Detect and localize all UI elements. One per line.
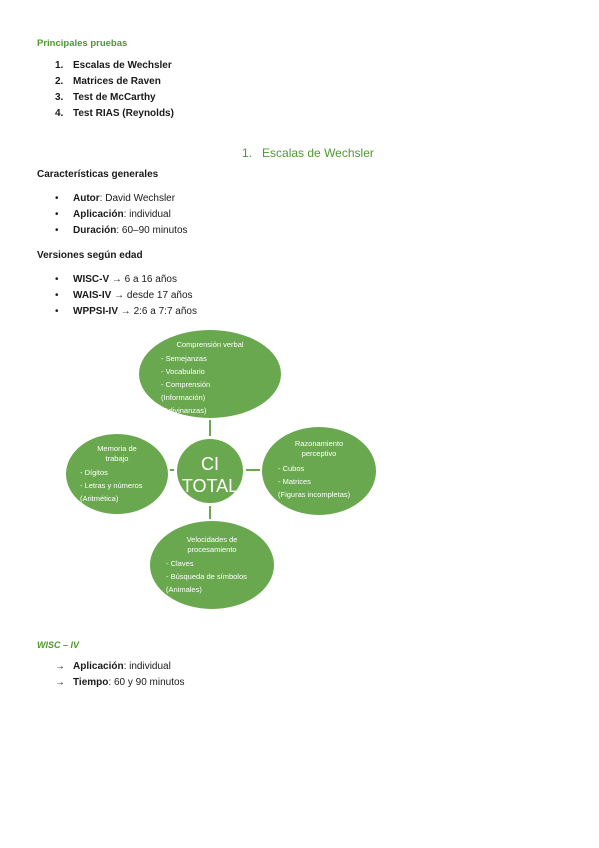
list-item: •Duración: 60–90 minutos	[55, 225, 188, 236]
list-item: •WISC-V → 6 a 16 años	[55, 274, 177, 285]
circle-item: - Búsqueda de símbolos	[166, 572, 247, 581]
circle-title: Velocidades de	[186, 535, 238, 544]
circle-title: procesamiento	[187, 545, 237, 554]
circle-item: - Vocabulario	[161, 367, 205, 376]
list-item: •WAIS-IV → desde 17 años	[55, 290, 193, 301]
main-tests-heading: Principales pruebas	[37, 38, 128, 49]
circle-item: - Cubos	[278, 464, 305, 473]
center-label: CI	[201, 454, 219, 474]
circle-item: - Semejanzas	[161, 354, 207, 363]
circle-item: (Aritmética)	[80, 494, 119, 503]
circle-item: - Letras y números	[80, 481, 143, 490]
verbal-comprehension-circle: Comprensión verbal - Semejanzas - Vocabu…	[137, 328, 283, 420]
processing-speed-circle: Velocidades de procesamiento - Claves - …	[148, 519, 276, 611]
circle-item: - Claves	[166, 559, 194, 568]
list-item: •Aplicación: individual	[55, 209, 171, 220]
general-heading: Características generales	[37, 169, 159, 180]
list-item: →Aplicación: individual	[55, 661, 171, 672]
circle-title: perceptivo	[301, 449, 337, 458]
circle-item: (Animales)	[166, 585, 202, 594]
circle-title: trabajo	[105, 454, 129, 463]
section-title: 1. Escalas de Wechsler	[242, 146, 374, 160]
center-label: TOTAL	[181, 476, 239, 496]
list-item: 1.Escalas de Wechsler	[55, 60, 172, 71]
circle-item: (Información)	[161, 393, 206, 402]
ci-total-circle: CI TOTAL	[174, 436, 246, 506]
versions-heading: Versiones según edad	[37, 250, 143, 261]
wisc-heading: WISC – IV	[37, 640, 80, 650]
list-item: •WPPSI-IV → 2:6 a 7:7 años	[55, 306, 197, 317]
circle-title: Memoria de	[97, 444, 137, 453]
circle-item: - Matrices	[278, 477, 311, 486]
list-item: 3.Test de McCarthy	[55, 92, 156, 103]
circle-title: Razonamiento	[294, 439, 344, 448]
circle-item: - Dígitos	[80, 468, 108, 477]
list-item: 2.Matrices de Raven	[55, 76, 161, 87]
circle-item: (Adivinanzas)	[161, 406, 207, 415]
perceptual-reasoning-circle: Razonamiento perceptivo - Cubos - Matric…	[260, 425, 378, 517]
list-item: •Autor: David Wechsler	[55, 193, 176, 204]
working-memory-circle: Memoria de trabajo - Dígitos - Letras y …	[64, 432, 170, 516]
circle-title: Comprensión verbal	[176, 340, 244, 349]
list-item: →Tiempo: 60 y 90 minutos	[55, 677, 185, 688]
circle-item: (Figuras incompletas)	[278, 490, 351, 499]
list-item: 4.Test RIAS (Reynolds)	[55, 108, 174, 119]
circle-item: - Comprensión	[161, 380, 211, 389]
